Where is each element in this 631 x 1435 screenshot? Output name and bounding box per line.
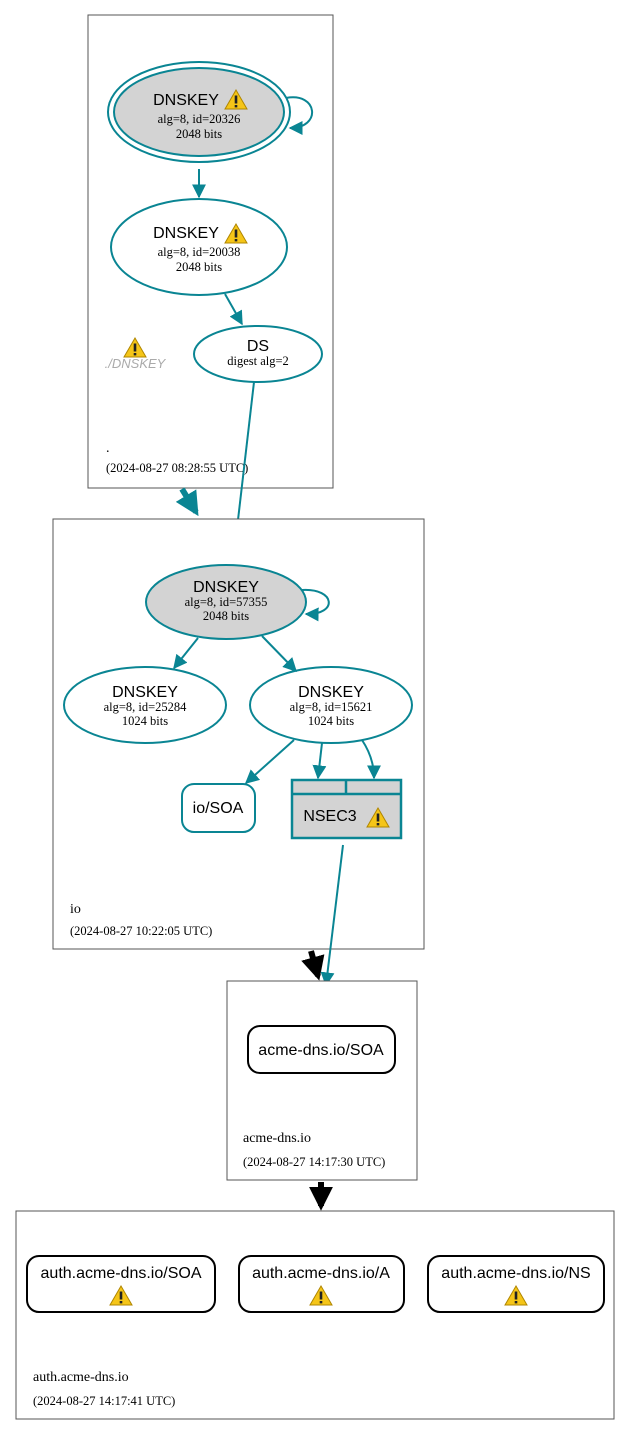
root-ksk-alg: alg=8, id=20326 xyxy=(158,112,241,126)
root-ds-digest: digest alg=2 xyxy=(227,354,289,368)
auth-a-label: auth.acme-dns.io/A xyxy=(252,1265,390,1282)
zone-acme: acme-dns.io/SOA acme-dns.io (2024-08-27 … xyxy=(226,980,418,1181)
io-ksk-self-edge xyxy=(301,588,330,622)
zone-auth-box xyxy=(15,1210,615,1420)
io-soa-label: io/SOA xyxy=(193,800,244,817)
root-zone-name: . xyxy=(106,441,110,456)
root-ksk-bits: 2048 bits xyxy=(176,127,222,141)
root-ds-title: DS xyxy=(247,338,269,355)
root-zsk-title: DNSKEY xyxy=(153,225,219,242)
auth-zone-name: auth.acme-dns.io xyxy=(33,1370,129,1385)
io-zsk2-node[interactable]: DNSKEY alg=8, id=15621 1024 bits xyxy=(249,666,413,744)
io-ksk-to-zsk2-edge xyxy=(261,635,297,673)
auth-ns-label: auth.acme-dns.io/NS xyxy=(441,1265,590,1282)
auth-zone-date: (2024-08-27 14:17:41 UTC) xyxy=(33,1394,175,1408)
delegation-root-to-io xyxy=(175,487,199,517)
io-zsk1-title: DNSKEY xyxy=(112,684,178,701)
io-zsk2-to-nsec3-edge-1 xyxy=(312,742,327,780)
io-zsk1-alg: alg=8, id=25284 xyxy=(104,700,188,714)
zone-auth: auth.acme-dns.io/SOA auth.acme-dns.io/A … xyxy=(15,1210,615,1420)
io-zsk1-node[interactable]: DNSKEY alg=8, id=25284 1024 bits xyxy=(63,666,227,744)
io-zsk2-bits: 1024 bits xyxy=(308,714,354,728)
io-nsec3-label: NSEC3 xyxy=(303,808,356,825)
root-ksk-self-edge xyxy=(285,96,314,135)
io-ksk-alg: alg=8, id=57355 xyxy=(185,595,268,609)
root-ghost-dnskey-label: ./DNSKEY xyxy=(105,356,167,371)
io-zone-name: io xyxy=(70,902,81,917)
auth-soa-label: auth.acme-dns.io/SOA xyxy=(41,1265,202,1282)
io-ksk-bits: 2048 bits xyxy=(203,609,249,623)
acme-soa-node[interactable]: acme-dns.io/SOA xyxy=(247,1025,396,1074)
io-zsk2-to-nsec3-edge-2 xyxy=(361,739,381,780)
io-zone-date: (2024-08-27 10:22:05 UTC) xyxy=(70,924,212,938)
io-zsk1-bits: 1024 bits xyxy=(122,714,168,728)
root-zsk-alg: alg=8, id=20038 xyxy=(158,245,241,259)
root-ksk-node[interactable]: DNSKEY alg=8, id=20326 2048 bits xyxy=(107,61,291,163)
root-zsk-node[interactable]: DNSKEY alg=8, id=20038 2048 bits xyxy=(110,198,288,296)
root-zsk-to-ds-edge xyxy=(224,293,243,326)
io-nsec3-to-acme-edge xyxy=(320,844,344,987)
io-ksk-node[interactable]: DNSKEY alg=8, id=57355 2048 bits xyxy=(145,564,307,640)
auth-ns-node[interactable]: auth.acme-dns.io/NS xyxy=(427,1255,605,1313)
auth-soa-node[interactable]: auth.acme-dns.io/SOA xyxy=(26,1255,216,1313)
auth-a-node[interactable]: auth.acme-dns.io/A xyxy=(238,1255,405,1313)
zone-acme-box xyxy=(226,980,418,1181)
root-ksk-title: DNSKEY xyxy=(153,92,219,109)
io-zsk2-title: DNSKEY xyxy=(298,684,364,701)
zone-root: DNSKEY alg=8, id=20326 2048 bits DNSKEY … xyxy=(87,14,334,489)
acme-zone-name: acme-dns.io xyxy=(243,1131,311,1146)
root-ds-node[interactable]: DS digest alg=2 xyxy=(193,325,323,383)
io-zsk2-alg: alg=8, id=15621 xyxy=(290,700,373,714)
acme-zone-date: (2024-08-27 14:17:30 UTC) xyxy=(243,1155,385,1169)
io-ksk-title: DNSKEY xyxy=(193,579,259,596)
io-nsec3-node[interactable]: NSEC3 xyxy=(290,778,403,840)
delegation-io-to-acme xyxy=(301,950,325,981)
root-zsk-bits: 2048 bits xyxy=(176,260,222,274)
io-zsk2-to-soa-edge xyxy=(244,739,295,784)
io-soa-node[interactable]: io/SOA xyxy=(181,783,256,833)
io-ksk-to-zsk1-edge xyxy=(173,637,199,670)
root-zone-date: (2024-08-27 08:28:55 UTC) xyxy=(106,461,248,475)
zone-io: DNSKEY alg=8, id=57355 2048 bits DNSKEY … xyxy=(52,518,425,950)
acme-soa-label: acme-dns.io/SOA xyxy=(258,1042,384,1059)
